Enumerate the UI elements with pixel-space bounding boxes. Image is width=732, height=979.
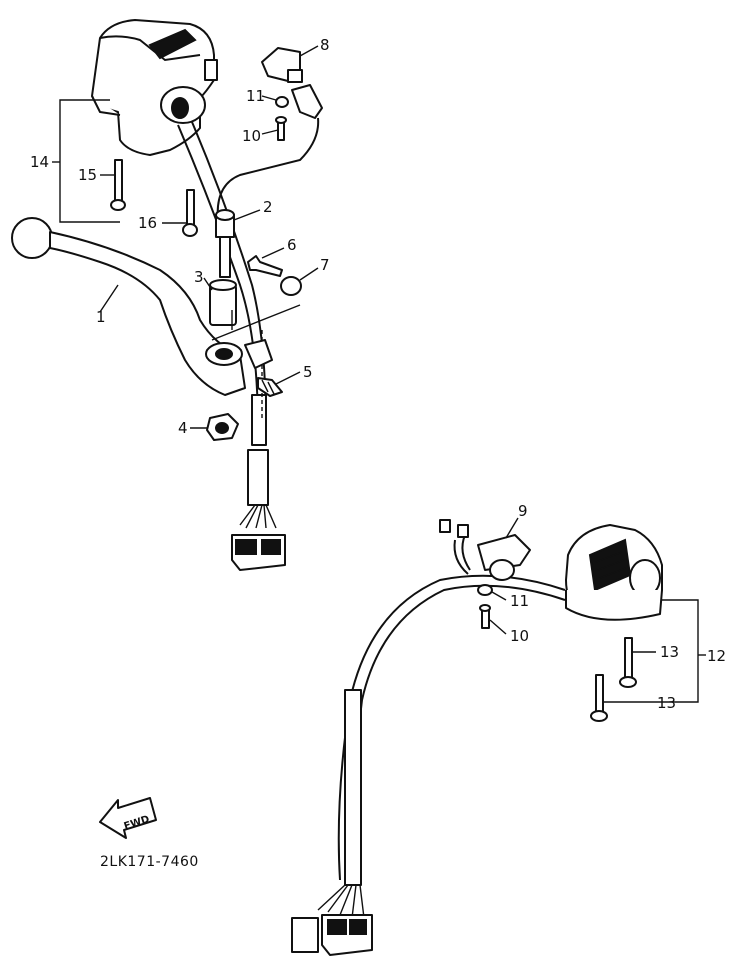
callout-16: 16 (138, 214, 157, 232)
callout-13-upper: 13 (660, 643, 679, 661)
right-wire-harness (337, 574, 566, 881)
callout-15: 15 (78, 166, 97, 184)
right-harness-sleeve (344, 689, 362, 886)
washer-11-left (275, 96, 289, 108)
screw-10-right (479, 604, 491, 629)
screw-16 (182, 189, 198, 237)
screw-15 (110, 159, 126, 211)
callout-labels: 1 2 3 4 5 6 7 8 9 10 10 11 11 12 13 13 1… (30, 36, 726, 712)
callout-7: 7 (320, 256, 330, 274)
left-harness-sleeve-upper (251, 394, 267, 446)
clutch-lever-1 (11, 217, 246, 396)
left-wire-harness (177, 124, 259, 431)
diagram-code: 2LK171-7460 (100, 854, 199, 870)
screw-13-upper (619, 637, 637, 688)
spring-5 (257, 377, 283, 397)
right-harness-connector (291, 884, 373, 956)
leader-lines (52, 45, 706, 703)
callout-2: 2 (263, 198, 273, 216)
bolt-2 (215, 209, 235, 278)
left-harness-connector (231, 504, 286, 571)
left-handlebar-switch (91, 19, 218, 156)
callout-11-right: 11 (510, 592, 529, 610)
bolt-6 (247, 255, 283, 277)
callout-4: 4 (178, 419, 188, 437)
callout-13-lower: 13 (657, 694, 676, 712)
clutch-switch-8 (216, 47, 323, 221)
right-handlebar-switch (565, 524, 663, 621)
callout-5: 5 (303, 363, 313, 381)
nut-4 (206, 413, 239, 441)
callout-3: 3 (194, 268, 204, 286)
callout-1: 1 (96, 308, 106, 326)
nut-7 (280, 276, 302, 296)
callout-9: 9 (518, 502, 528, 520)
callout-12: 12 (707, 647, 726, 665)
callout-14: 14 (30, 153, 49, 171)
pivot-block (244, 339, 273, 369)
callout-10-left: 10 (242, 127, 261, 145)
screw-10-left (275, 116, 287, 141)
callout-11-left: 11 (246, 87, 265, 105)
screw-13-lower (590, 674, 608, 722)
washer-11-right (477, 584, 493, 596)
brake-switch-9 (439, 519, 531, 581)
forward-arrow-icon: FWD (99, 797, 157, 839)
callout-10-right: 10 (510, 627, 529, 645)
left-harness-sleeve-lower (247, 449, 269, 506)
callout-6: 6 (287, 236, 297, 254)
collar-3 (209, 279, 237, 326)
callout-8: 8 (320, 36, 330, 54)
